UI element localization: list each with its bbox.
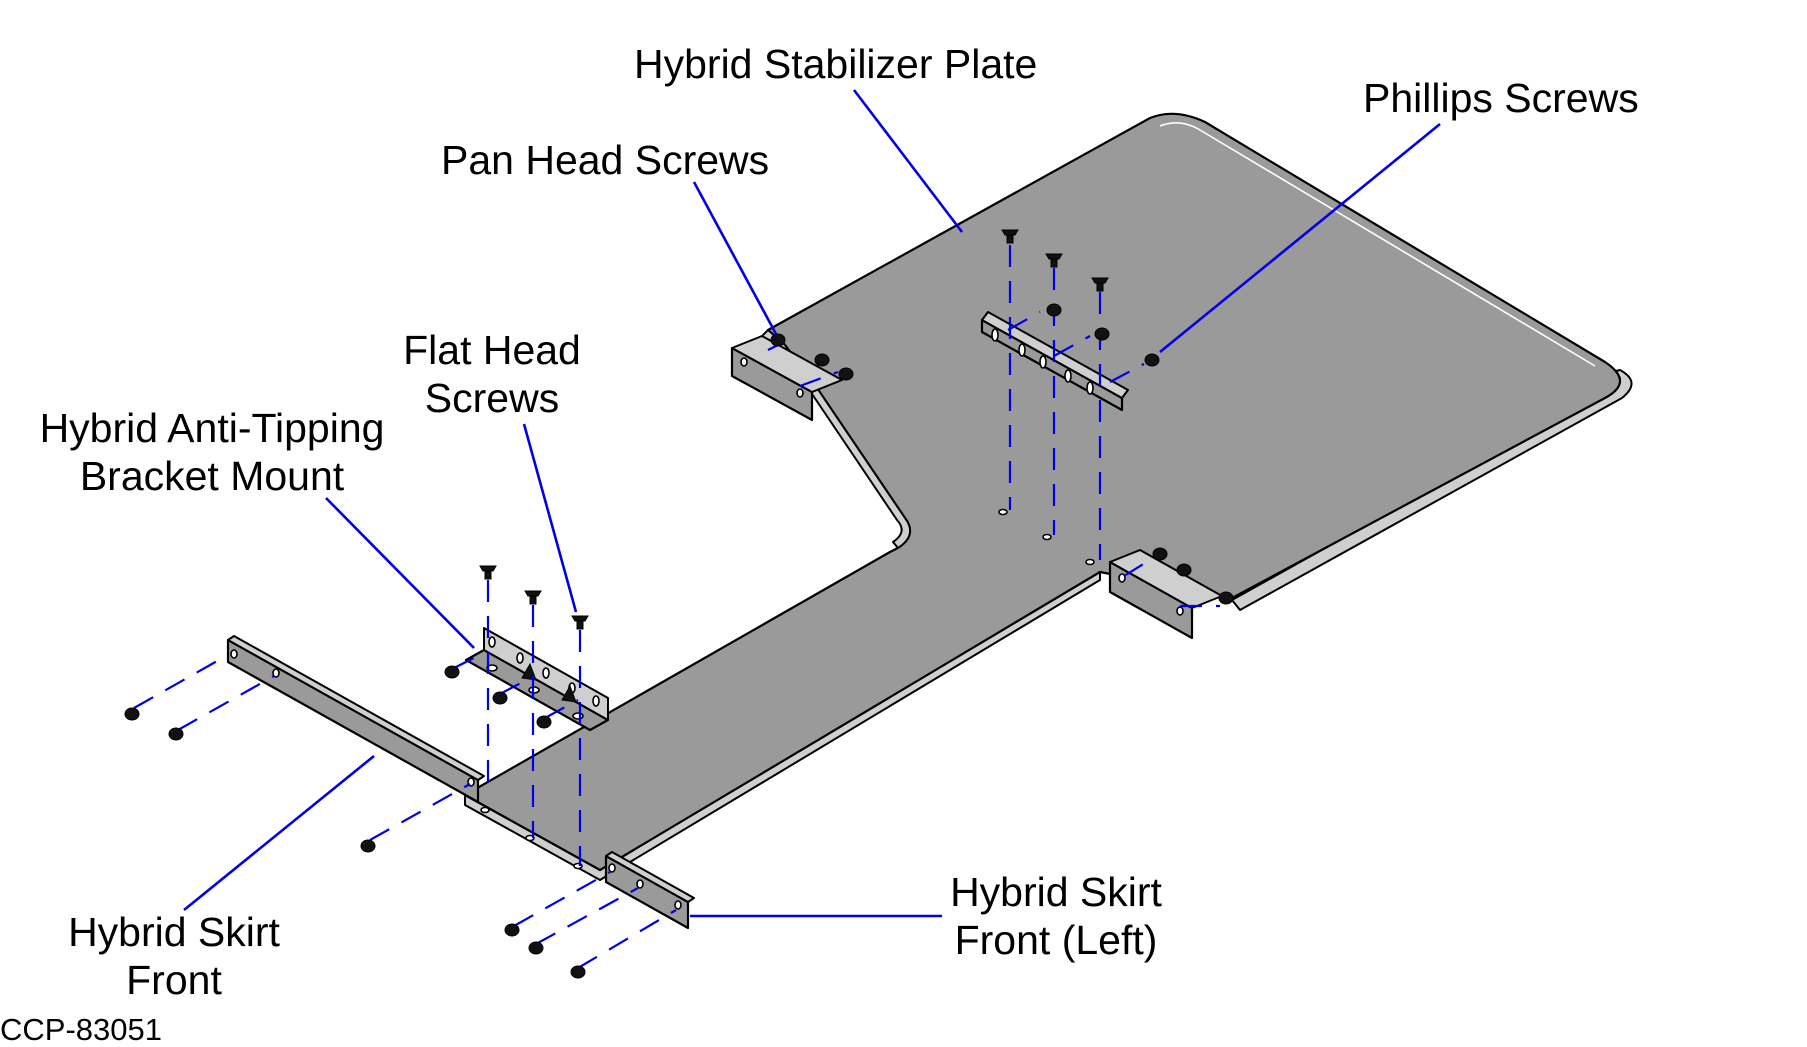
- phillips-screw: [1001, 229, 1019, 244]
- assembly-line: [133, 655, 227, 709]
- skirt-front-top: [227, 635, 485, 781]
- pan-head-screw: [528, 941, 544, 955]
- pan-head-screw: [492, 691, 508, 705]
- assembly-line: [577, 909, 677, 969]
- leader-phillips-screws: [1159, 122, 1441, 354]
- phillips-screw: [1045, 253, 1063, 268]
- plate-hole: [1085, 558, 1095, 566]
- labels: Hybrid Stabilizer Plate Phillips Screws …: [0, 41, 1639, 1047]
- pan-head-screw: [570, 965, 586, 979]
- figure-code: CCP-83051: [0, 1012, 162, 1047]
- pan-head-screw: [814, 353, 830, 367]
- assembly-line: [799, 370, 839, 388]
- label-skirt-front-left-line2: Front (Left): [955, 917, 1158, 963]
- label-flat-head-line2: Screws: [425, 375, 559, 421]
- rear-bracket-flange: [731, 335, 843, 393]
- hybrid-stabilizer-plate: [463, 112, 1633, 881]
- pan-head-screw: [1218, 591, 1234, 605]
- pan-head-screw: [360, 839, 376, 853]
- skirt-front-hole: [230, 649, 238, 659]
- assembly-line: [1109, 363, 1145, 383]
- top-bracket-hole: [1018, 343, 1026, 357]
- label-stabilizer-plate: Hybrid Stabilizer Plate: [634, 41, 1037, 87]
- pan-head-screw: [770, 333, 786, 347]
- anti-tipping-hole: [592, 695, 600, 707]
- hybrid-skirt-front-part: [226, 635, 485, 804]
- skirt-front-left-top: [605, 851, 695, 903]
- assembly-line: [1053, 335, 1091, 357]
- label-skirt-front-line2: Front: [126, 957, 222, 1003]
- label-skirt-front-line1: Hybrid Skirt: [68, 909, 280, 955]
- leader-flat-head-screws: [522, 423, 578, 613]
- anti-tipping-hole: [516, 652, 524, 664]
- label-anti-tipping-line1: Hybrid Anti-Tipping: [40, 405, 385, 451]
- plate-rim-highlight: [1159, 122, 1596, 367]
- flat-head-screw: [524, 590, 542, 605]
- screws: [124, 229, 1234, 979]
- pan-head-screw: [1176, 563, 1192, 577]
- pan-head-screw: [536, 715, 552, 729]
- assembly-line: [544, 699, 579, 719]
- right-bracket-hole: [1176, 606, 1184, 616]
- leader-lines: [183, 89, 1441, 918]
- plate-hole: [1042, 533, 1052, 541]
- assembly-line: [1007, 311, 1041, 331]
- skirt-front-hole: [272, 668, 280, 678]
- anti-tipping-hole: [488, 636, 496, 648]
- label-flat-head-line1: Flat Head: [403, 327, 581, 373]
- phillips-screw: [1094, 327, 1110, 341]
- rear-bracket-hole: [796, 388, 804, 398]
- leader-pan-head-screws: [692, 181, 778, 335]
- right-bracket-hole: [1118, 573, 1126, 583]
- top-bracket-hole: [1086, 381, 1094, 395]
- pan-head-screw: [168, 727, 184, 741]
- assembly-line: [513, 871, 611, 927]
- label-anti-tipping-line2: Bracket Mount: [80, 453, 345, 499]
- plate-arm-edge: [761, 329, 912, 549]
- plate-hole: [480, 806, 490, 814]
- skirt-front-left-hole: [608, 863, 616, 873]
- assembly-line: [453, 651, 487, 669]
- leader-stabilizer-plate: [852, 89, 964, 233]
- leader-anti-tipping: [325, 497, 475, 649]
- top-bracket-hole: [1039, 355, 1047, 369]
- phillips-screw: [1144, 353, 1160, 367]
- phillips-screw: [1046, 303, 1062, 317]
- anti-tipping-bracket-mount-part: [464, 627, 610, 732]
- anti-tipping-hole: [542, 667, 550, 679]
- hybrid-skirt-front-left-part: [604, 851, 695, 930]
- pan-head-screw: [1152, 547, 1168, 561]
- skirt-front-left-hole: [674, 900, 682, 910]
- pan-head-screw: [504, 923, 520, 937]
- top-bracket-hole: [1064, 369, 1072, 383]
- assembly-line: [499, 675, 535, 695]
- skirt-front-body: [226, 638, 480, 804]
- plate-hole: [998, 508, 1008, 516]
- pan-head-screw: [838, 367, 854, 381]
- flat-head-screw: [571, 615, 589, 630]
- skirt-front-left-hole: [636, 879, 644, 889]
- label-phillips-screws: Phillips Screws: [1363, 75, 1639, 121]
- leader-skirt-front: [183, 754, 375, 912]
- rear-skirt-bracket: [730, 335, 843, 422]
- phillips-screw: [1091, 277, 1109, 292]
- anti-tipping-hole: [572, 712, 584, 720]
- assembly-line: [535, 887, 639, 945]
- rear-bracket-hole: [740, 357, 748, 367]
- flat-head-screw: [479, 565, 497, 580]
- anti-tipping-tab: [561, 684, 577, 703]
- top-bracket-hole: [991, 328, 999, 342]
- label-skirt-front-left-line1: Hybrid Skirt: [950, 869, 1162, 915]
- pan-head-screw: [124, 707, 140, 721]
- pan-head-screw: [444, 665, 460, 679]
- assembly-line: [177, 675, 275, 731]
- label-pan-head-screws: Pan Head Screws: [441, 137, 769, 183]
- assembly-line: [369, 783, 471, 841]
- assembly-line: [1123, 559, 1151, 577]
